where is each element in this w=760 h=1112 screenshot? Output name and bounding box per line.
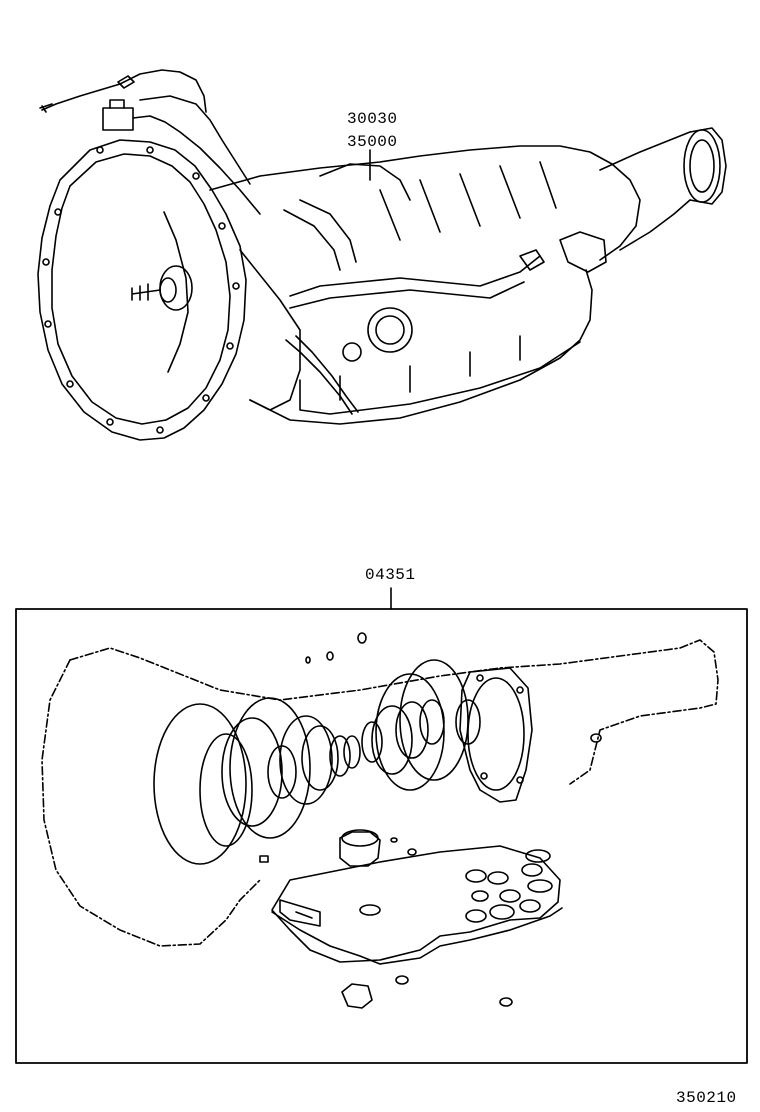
callout-35000: 35000 [347,133,398,151]
figure-number: 350210 [676,1089,737,1107]
gasket-kit-frame [15,608,748,1064]
callout-30030: 30030 [347,110,398,128]
callout-04351: 04351 [365,566,416,584]
gasket-kit-drawing [41,632,719,1009]
transmission-assembly-drawing [37,69,727,441]
